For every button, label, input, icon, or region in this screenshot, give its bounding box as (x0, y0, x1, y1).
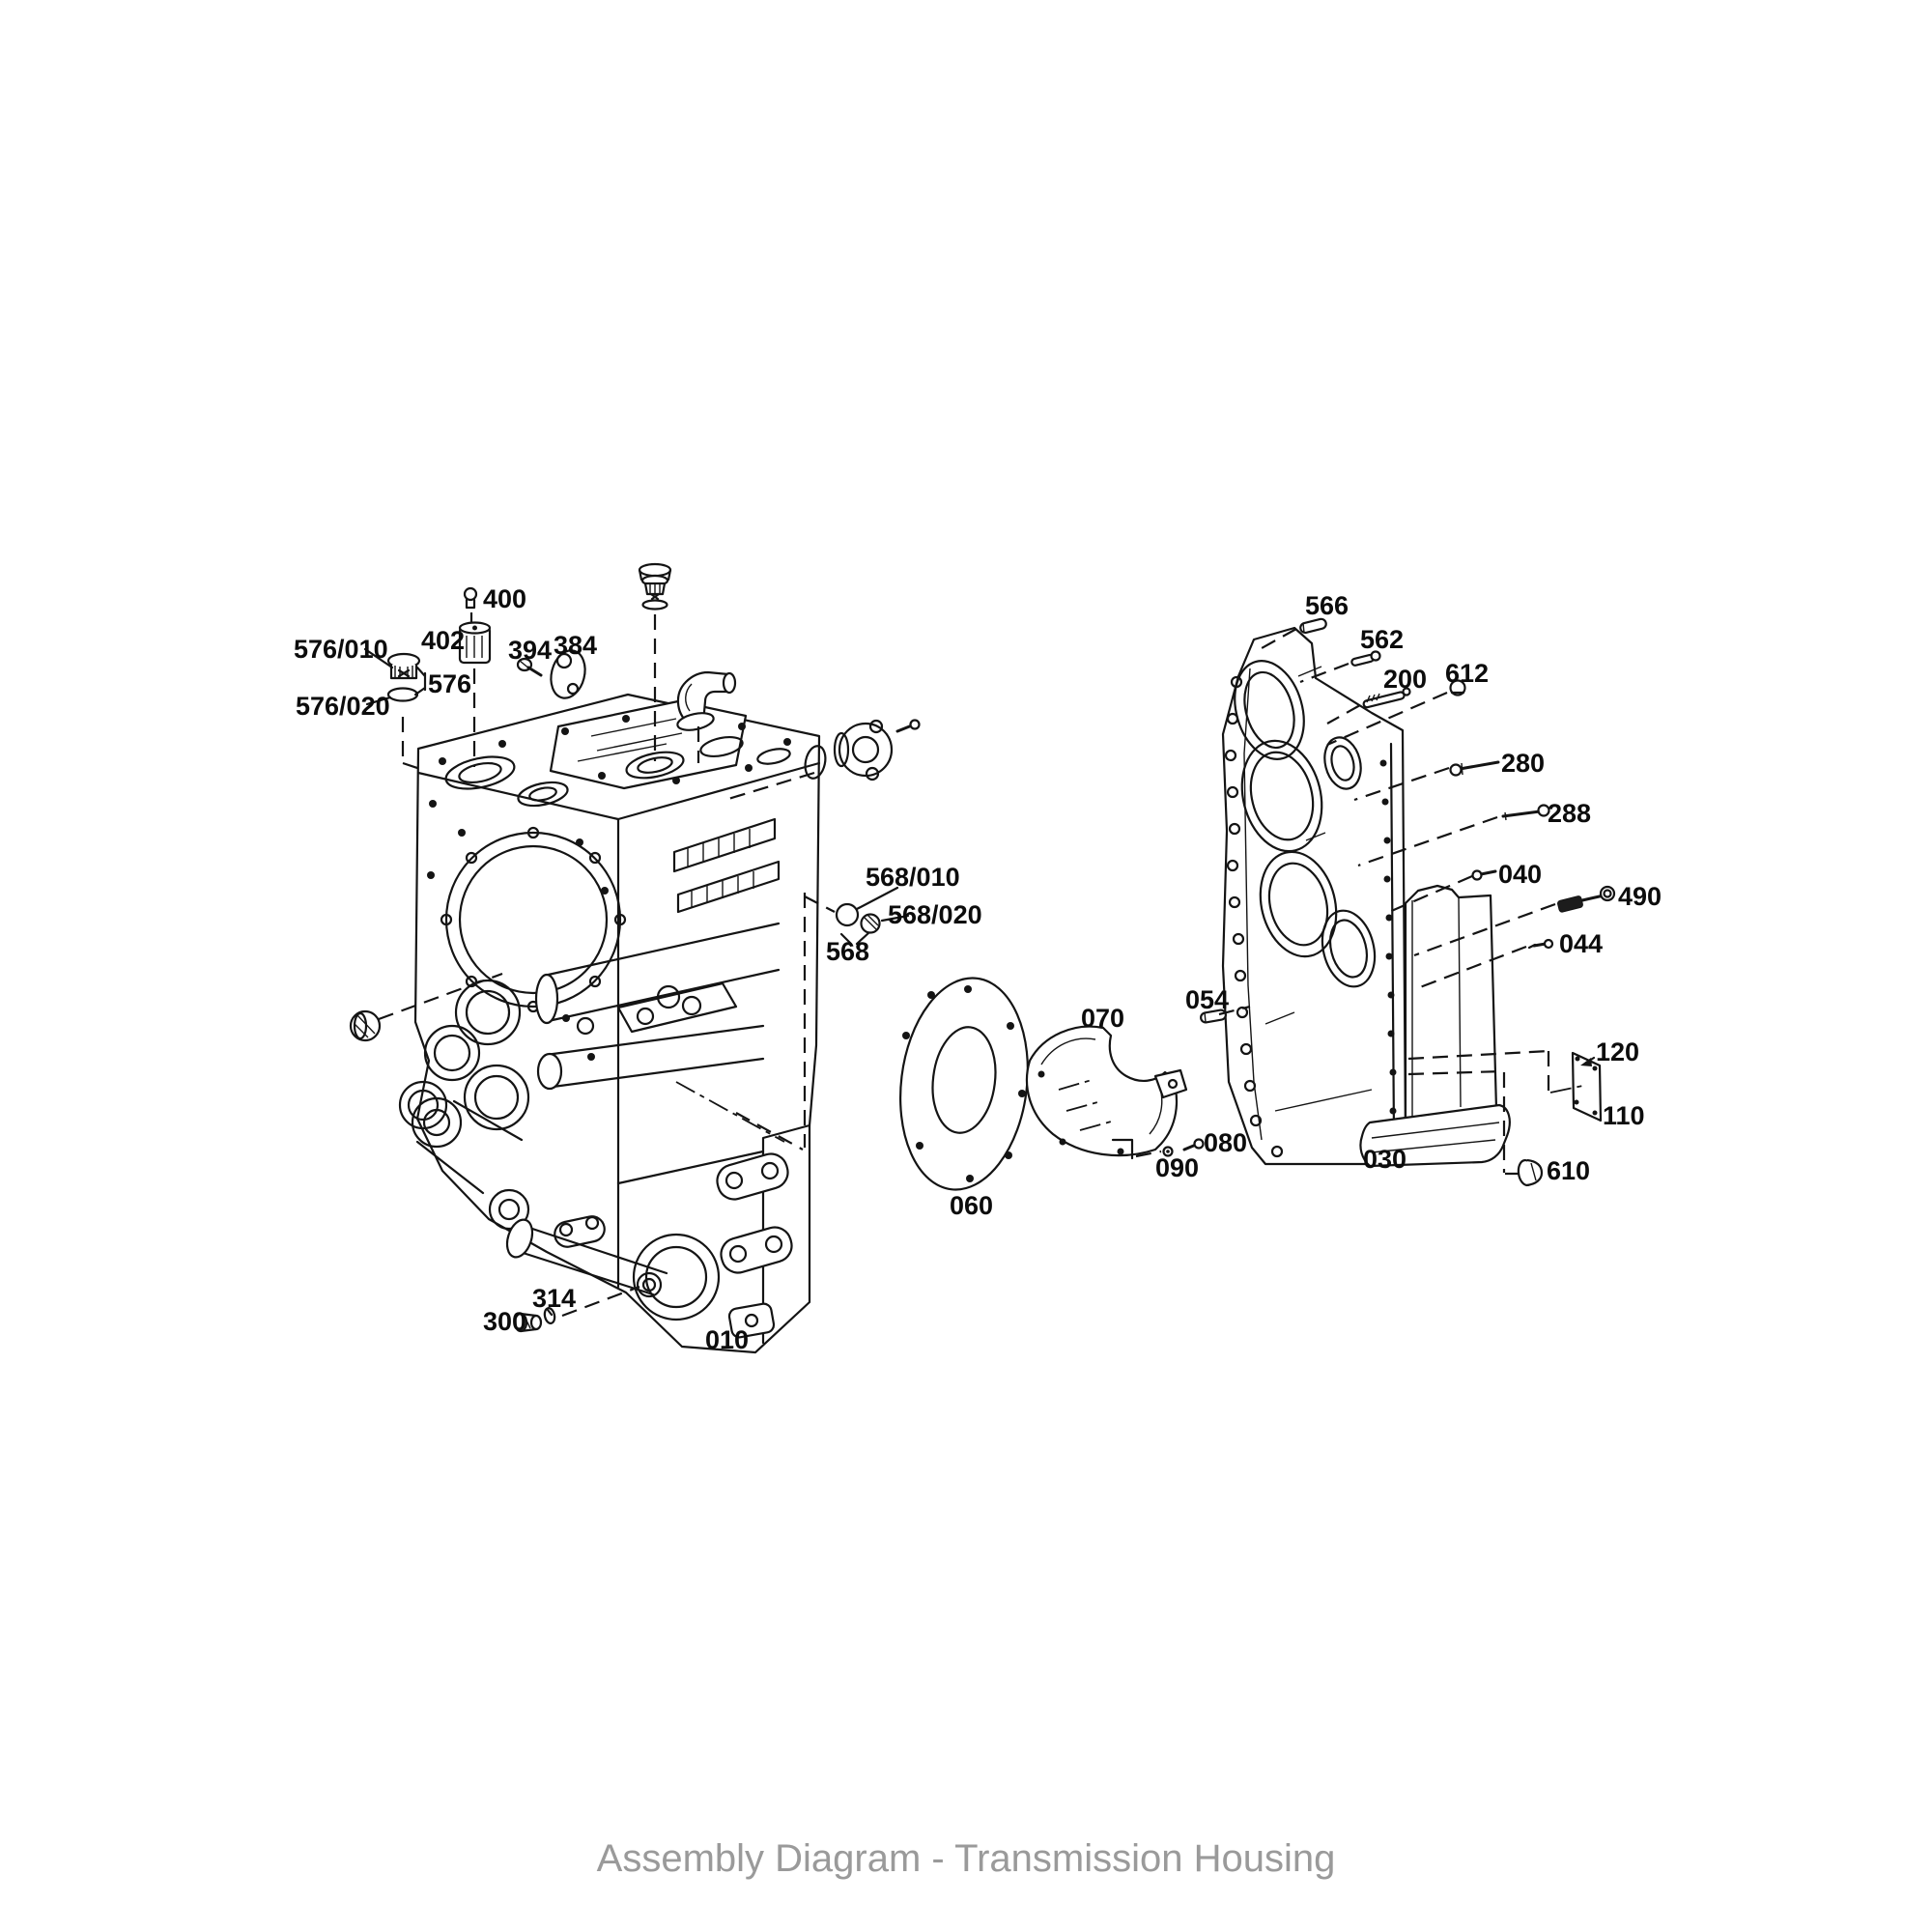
screw-near-flange-icon (895, 719, 921, 733)
callout-labels: 576/010 576 576/020 400 402 394 384 568/… (294, 584, 1662, 1354)
o-ring-576-020-icon (386, 687, 419, 702)
breather-valve-icon (638, 562, 672, 611)
callout-044: 044 (1559, 929, 1603, 958)
callout-120: 120 (1596, 1037, 1639, 1066)
callout-610: 610 (1547, 1156, 1590, 1185)
plug-568-020-icon (860, 913, 881, 934)
callout-568-010: 568/010 (866, 863, 960, 892)
callout-566: 566 (1305, 591, 1349, 620)
plug-cylinder-402-icon (458, 621, 492, 665)
callout-562: 562 (1360, 625, 1404, 654)
callout-040: 040 (1498, 860, 1542, 889)
callout-300: 300 (483, 1307, 526, 1336)
callout-090: 090 (1155, 1153, 1199, 1182)
leader-lines (363, 612, 1596, 1318)
pin-566-icon (1299, 617, 1327, 635)
o-ring-568-010-icon (835, 902, 860, 927)
callout-576: 576 (428, 669, 471, 698)
callout-402: 402 (421, 626, 465, 655)
screw-394-icon (516, 657, 543, 677)
bearing-flange-icon (833, 719, 894, 781)
cup-plug-left-icon (349, 1009, 382, 1042)
plug-300-icon (513, 1312, 543, 1333)
grease-nipple-400-icon (463, 586, 478, 610)
cap-576-icon (386, 652, 421, 680)
callout-080: 080 (1204, 1128, 1247, 1157)
callout-070: 070 (1081, 1004, 1124, 1033)
elbow-fitting-icon (676, 670, 737, 731)
bolt-490-icon (1557, 885, 1616, 913)
callout-288: 288 (1548, 799, 1591, 828)
cup-plug-610-icon (1517, 1158, 1544, 1187)
callout-568-020: 568/020 (888, 900, 982, 929)
callout-612: 612 (1445, 659, 1489, 688)
callout-576-020: 576/020 (296, 692, 390, 721)
callout-394: 394 (508, 636, 552, 665)
callout-568: 568 (826, 937, 869, 966)
callout-490: 490 (1618, 882, 1662, 911)
o-ring-top-icon (804, 745, 827, 780)
callout-314: 314 (532, 1284, 576, 1313)
flange-plate-384-icon (550, 649, 586, 699)
left-housing-drawing (398, 693, 821, 1354)
bolt-040-icon (1471, 869, 1497, 881)
gasket-060-drawing (899, 977, 1029, 1191)
callout-030: 030 (1363, 1145, 1406, 1174)
callout-054: 054 (1185, 985, 1229, 1014)
screw-562-icon (1350, 650, 1381, 667)
stud-200-icon (1362, 687, 1411, 709)
bolt-080-icon (1182, 1138, 1205, 1151)
bolt-288-icon (1501, 804, 1550, 821)
bearing-shell-070-drawing (1026, 1025, 1188, 1157)
callout-400: 400 (483, 584, 526, 613)
bolt-280-icon (1449, 760, 1500, 777)
seal-ring-314-icon (543, 1307, 556, 1324)
right-housing-drawing (1221, 626, 1511, 1168)
plug-612-icon (1449, 679, 1466, 696)
callout-280: 280 (1501, 749, 1545, 778)
callout-576-010: 576/010 (294, 635, 388, 664)
washer-090-icon (1162, 1146, 1174, 1157)
screw-044-icon (1527, 938, 1554, 950)
callout-010: 010 (705, 1325, 749, 1354)
callout-060: 060 (950, 1191, 993, 1220)
callout-384: 384 (554, 631, 597, 660)
diagram-title: Assembly Diagram - Transmission Housing (597, 1837, 1336, 1880)
callout-110: 110 (1603, 1101, 1645, 1130)
callout-200: 200 (1383, 665, 1427, 694)
